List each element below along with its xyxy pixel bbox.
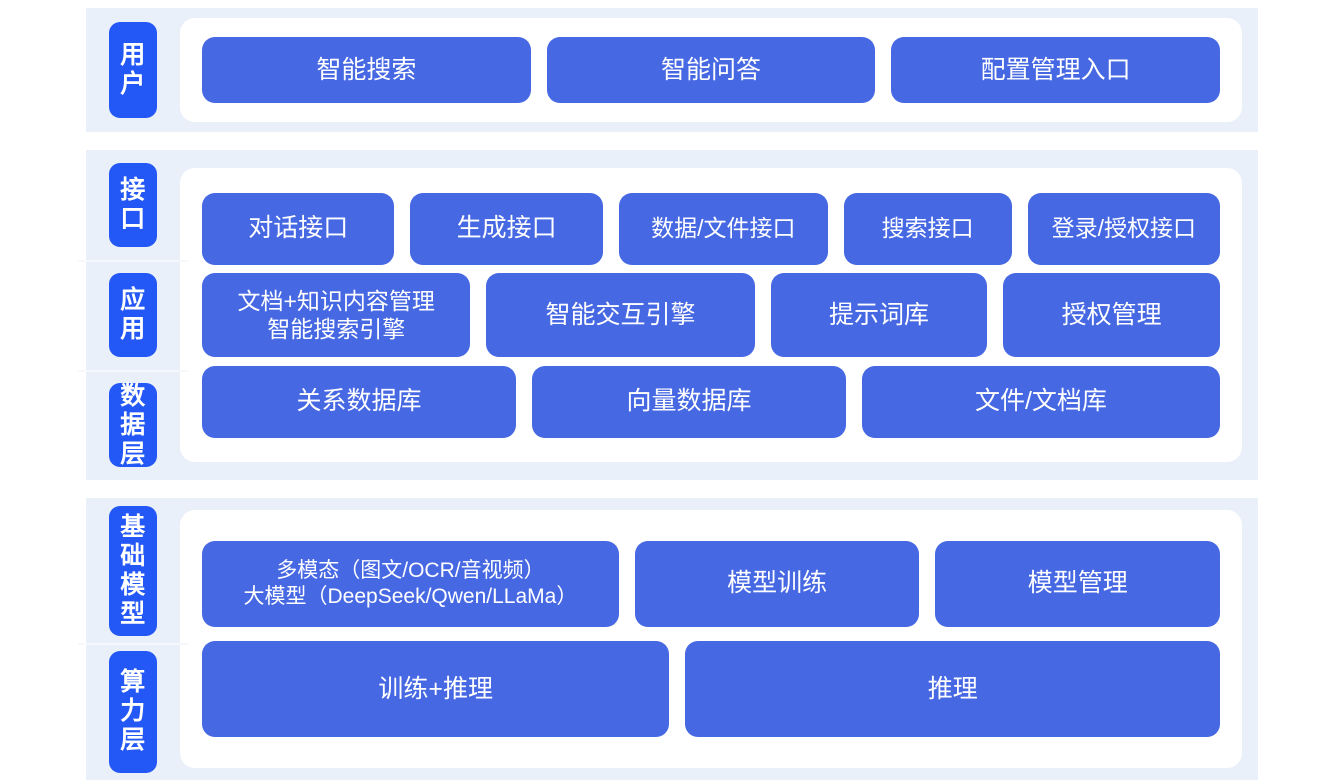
box-model-training[interactable]: 模型训练 <box>634 540 920 627</box>
layer-label-gutter-user: 用户 <box>86 8 180 132</box>
row-base-model: 多模态（图文/OCR/音视频） 大模型（DeepSeek/Qwen/LLaMa）… <box>202 540 1221 627</box>
layer-tag-data: 数据层 <box>109 382 157 468</box>
box-training-plus-inference[interactable]: 训练+推理 <box>202 641 670 738</box>
box-document-knowledge-management[interactable]: 文档+知识内容管理 智能搜索引擎 <box>202 273 471 357</box>
row-application: 文档+知识内容管理 智能搜索引擎 智能交互引擎 提示词库 授权管理 <box>202 273 1220 357</box>
layer-label-gutter-mid: 接口 应用 数据层 <box>78 150 188 480</box>
box-dialog-api[interactable]: 对话接口 <box>202 192 395 265</box>
box-relational-database[interactable]: 关系数据库 <box>202 365 516 438</box>
box-data-file-api[interactable]: 数据/文件接口 <box>618 192 828 265</box>
box-smart-qa[interactable]: 智能问答 <box>546 37 876 103</box>
section-interface-application-data: 接口 应用 数据层 对话接口 生成接口 数据/文件接口 搜索接口 登录/授权接口… <box>78 150 1258 480</box>
panel-user: 智能搜索 智能问答 配置管理入口 <box>180 18 1242 122</box>
box-smart-search[interactable]: 智能搜索 <box>202 37 531 103</box>
box-prompt-library[interactable]: 提示词库 <box>770 273 988 357</box>
box-login-auth-api[interactable]: 登录/授权接口 <box>1027 192 1220 265</box>
panel-bottom: 多模态（图文/OCR/音视频） 大模型（DeepSeek/Qwen/LLaMa）… <box>180 510 1242 768</box>
box-model-management[interactable]: 模型管理 <box>935 540 1221 627</box>
box-vector-database[interactable]: 向量数据库 <box>531 365 846 438</box>
row-data: 关系数据库 向量数据库 文件/文档库 <box>202 365 1220 438</box>
section-base-model-compute: 基础模型 算力层 多模态（图文/OCR/音视频） 大模型（DeepSeek/Qw… <box>78 498 1258 780</box>
box-generation-api[interactable]: 生成接口 <box>410 192 603 265</box>
gutter-cell-user: 用户 <box>86 8 180 132</box>
box-inference[interactable]: 推理 <box>685 641 1220 738</box>
gutter-cell-data: 数据层 <box>78 370 188 480</box>
layer-tag-application: 应用 <box>109 273 157 357</box>
gutter-cell-application: 应用 <box>78 260 188 370</box>
box-authorization-management[interactable]: 授权管理 <box>1003 273 1220 357</box>
panel-mid: 对话接口 生成接口 数据/文件接口 搜索接口 登录/授权接口 文档+知识内容管理… <box>180 168 1242 462</box>
gutter-cell-interface: 接口 <box>86 150 180 260</box>
box-smart-interaction-engine[interactable]: 智能交互引擎 <box>486 273 755 357</box>
gutter-cell-base-model: 基础模型 <box>86 498 180 643</box>
layer-tag-interface: 接口 <box>109 163 157 247</box>
row-interface: 对话接口 生成接口 数据/文件接口 搜索接口 登录/授权接口 <box>202 192 1220 265</box>
layer-tag-base-model: 基础模型 <box>109 505 157 636</box>
layer-label-gutter-bottom: 基础模型 算力层 <box>78 498 188 780</box>
row-user-entries: 智能搜索 智能问答 配置管理入口 <box>202 37 1221 103</box>
section-user-layer: 用户 智能搜索 智能问答 配置管理入口 <box>86 8 1258 132</box>
gutter-cell-compute: 算力层 <box>78 643 188 780</box>
box-multimodal-large-model[interactable]: 多模态（图文/OCR/音视频） 大模型（DeepSeek/Qwen/LLaMa） <box>202 540 619 627</box>
layer-tag-compute: 算力层 <box>109 650 157 773</box>
box-config-management-entry[interactable]: 配置管理入口 <box>891 37 1221 103</box>
layer-tag-user: 用户 <box>109 22 157 118</box>
box-file-document-store[interactable]: 文件/文档库 <box>861 365 1220 438</box>
box-search-api[interactable]: 搜索接口 <box>843 192 1012 265</box>
row-compute: 训练+推理 推理 <box>202 641 1220 738</box>
